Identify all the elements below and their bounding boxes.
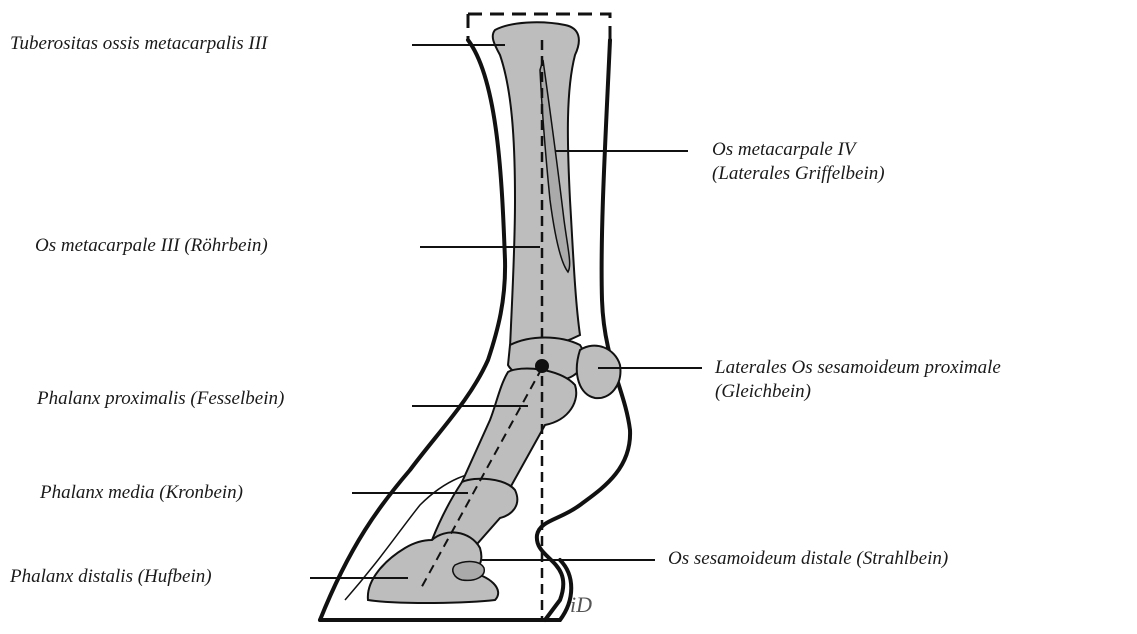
artist-signature: iD <box>570 592 592 618</box>
label-tuberositas: Tuberositas ossis metacarpalis III <box>10 32 267 56</box>
label-phalanx-media: Phalanx media (Kronbein) <box>40 481 243 505</box>
phalanx-proximalis-bone <box>462 368 576 491</box>
label-metacarpale-iv-line1: Os metacarpale IV <box>712 138 885 162</box>
label-sesamoideum-proximale-line2: (Gleichbein) <box>715 380 1001 404</box>
label-metacarpale-iv-line2: (Laterales Griffelbein) <box>712 162 885 186</box>
label-sesamoideum-distale: Os sesamoideum distale (Strahlbein) <box>668 547 948 571</box>
label-metacarpale-iv: Os metacarpale IV (Laterales Griffelbein… <box>712 138 885 186</box>
label-sesamoideum-proximale: Laterales Os sesamoideum proximale (Glei… <box>715 356 1001 404</box>
metacarpal-iii-bone <box>493 22 580 348</box>
fetlock-joint-center-dot <box>535 359 549 373</box>
distal-sesamoid-bone <box>453 562 484 581</box>
label-metacarpale-iii: Os metacarpale III (Röhrbein) <box>35 234 268 258</box>
label-sesamoideum-proximale-line1: Laterales Os sesamoideum proximale <box>715 356 1001 380</box>
label-phalanx-proximalis: Phalanx proximalis (Fesselbein) <box>37 387 284 411</box>
label-phalanx-distalis: Phalanx distalis (Hufbein) <box>10 565 212 589</box>
proximal-sesamoid-bone <box>577 346 621 399</box>
